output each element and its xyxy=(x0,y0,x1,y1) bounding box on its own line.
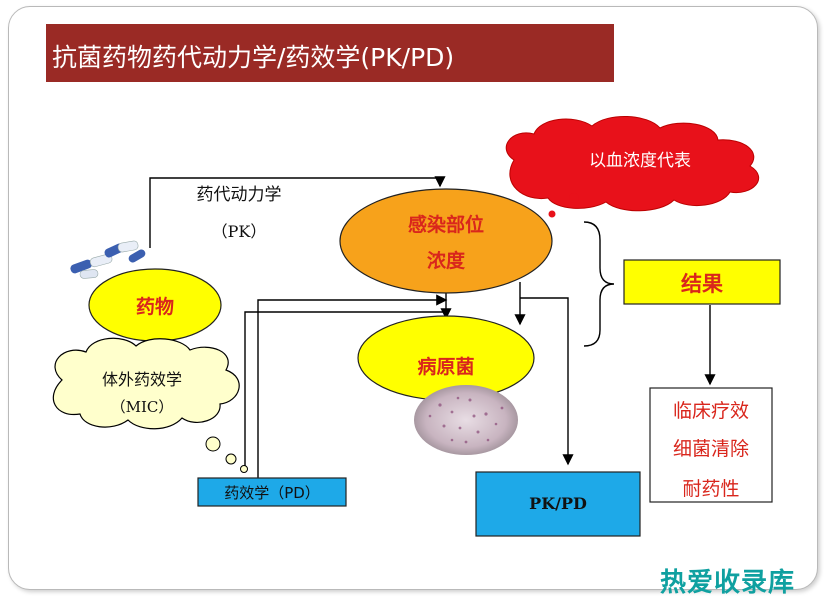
bacteria-dots xyxy=(428,396,504,444)
pd-arrow xyxy=(257,294,448,478)
bacteria-image xyxy=(414,385,518,455)
pk-arrow xyxy=(149,176,446,248)
blood-concentration-label: 以血浓度代表 xyxy=(589,151,691,171)
page-title: 抗菌药物药代动力学/药效学(PK/PD) xyxy=(52,43,455,72)
pk-label-line2: （PK） xyxy=(211,222,267,241)
in-vitro-pd-label-1: 体外药效学 xyxy=(101,370,182,389)
watermark: 热爱收录库 xyxy=(660,568,796,598)
pathogen-label: 病原菌 xyxy=(417,356,475,378)
blood-concentration-cloud xyxy=(505,115,760,218)
outcome-clinical-efficacy: 临床疗效 xyxy=(672,400,749,422)
pills-icon xyxy=(70,240,146,279)
drug-label: 药物 xyxy=(135,296,174,318)
bracket xyxy=(583,221,615,347)
pd-line-upper xyxy=(244,311,446,470)
in-vitro-pd-label-2: （MIC） xyxy=(110,398,174,416)
outcome-resistance: 耐药性 xyxy=(682,478,740,500)
result-box xyxy=(623,259,781,305)
pkpd-label: PK/PD xyxy=(529,494,587,513)
infection-site-label-1: 感染部位 xyxy=(407,214,484,236)
pk-label-line1: 药代动力学 xyxy=(196,185,282,205)
result-label: 结果 xyxy=(681,272,723,296)
to-pkpd-arrow xyxy=(520,297,574,466)
pd-box xyxy=(197,477,347,507)
pd-label: 药效学（PD） xyxy=(224,484,320,502)
in-vitro-pd-cloud xyxy=(52,337,248,473)
outcomes-box xyxy=(649,387,773,503)
infection-site-node xyxy=(339,188,553,294)
title-bar: 抗菌药物药代动力学/药效学(PK/PD) xyxy=(46,24,614,82)
infection-site-label-2: 浓度 xyxy=(426,250,465,272)
pkpd-box xyxy=(475,471,641,537)
outcome-bacterial-clearance: 细菌清除 xyxy=(672,438,749,460)
